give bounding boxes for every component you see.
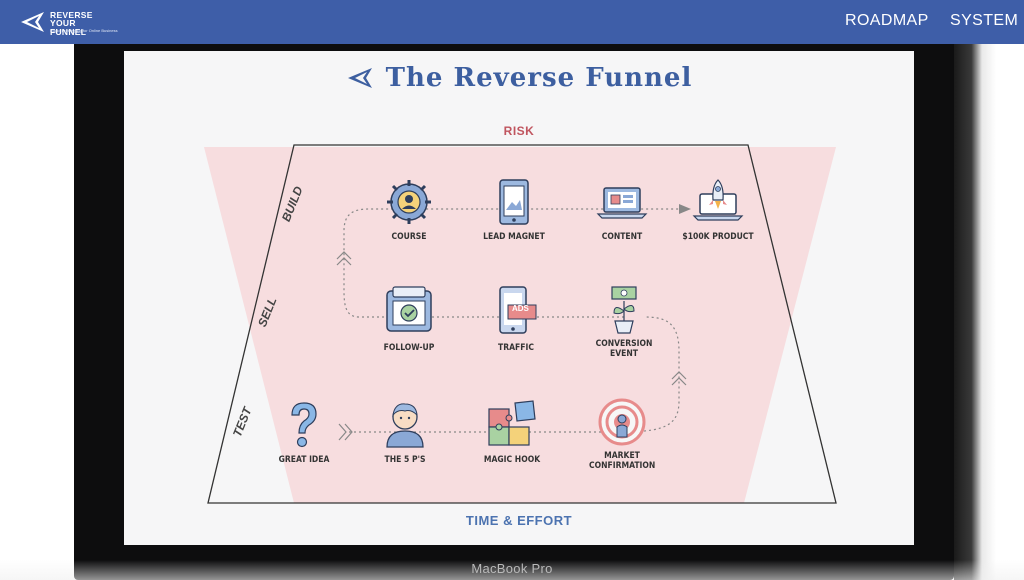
nav-link-roadmap[interactable]: ROADMAP <box>845 12 929 29</box>
bottom-fade <box>0 560 1024 580</box>
money-plant-icon <box>611 286 637 334</box>
funnel-frame-shape <box>207 144 837 504</box>
time-effort-axis-label: TIME & EFFORT <box>465 513 573 528</box>
tablet-image-icon <box>499 179 529 225</box>
step-label-course: COURSE <box>391 232 427 242</box>
step-conversion-event: CONVERSION EVENT <box>576 285 672 359</box>
step-label-five-ps: THE 5 P'S <box>384 455 426 465</box>
infographic-title: The Reverse Funnel <box>124 63 914 93</box>
logo-tagline: Rapid Prototyping for Online Business <box>50 28 118 33</box>
brand-logo[interactable]: REVERSE YOUR FUNNEL Rapid Prototyping fo… <box>18 9 118 37</box>
top-nav-bar: REVERSE YOUR FUNNEL Rapid Prototyping fo… <box>0 0 1024 44</box>
step-label-conversion-event: CONVERSION EVENT <box>595 339 653 359</box>
step-label-content: CONTENT <box>601 232 643 242</box>
question-mark-icon <box>291 402 317 448</box>
target-person-icon <box>598 398 646 446</box>
step-lead-magnet: LEAD MAGNET <box>466 178 562 242</box>
step-100k-product: $100K PRODUCT <box>670 178 766 242</box>
person-icon <box>386 403 424 448</box>
step-label-magic-hook: MAGIC HOOK <box>483 455 541 465</box>
step-follow-up: FOLLOW-UP <box>361 285 457 353</box>
step-market-confirmation: MARKET CONFIRMATION <box>574 397 670 471</box>
gear-person-icon <box>387 180 431 224</box>
step-content: CONTENT <box>574 178 670 242</box>
page-background-left <box>0 44 74 580</box>
tablet-check-icon <box>386 286 432 332</box>
laptop-screen: The Reverse Funnel RISK TIME & EFFORT BU… <box>124 51 914 545</box>
step-five-ps: THE 5 P'S <box>357 399 453 465</box>
step-great-idea: GREAT IDEA <box>256 401 352 465</box>
step-label-great-idea: GREAT IDEA <box>278 455 330 465</box>
laptop-rocket-icon <box>692 179 744 221</box>
risk-axis-label: RISK <box>503 124 535 138</box>
play-back-title-icon <box>347 68 372 88</box>
step-label-market-confirmation: MARKET CONFIRMATION <box>589 451 656 471</box>
step-magic-hook: MAGIC HOOK <box>464 399 560 465</box>
step-label-lead-magnet: LEAD MAGNET <box>483 232 545 242</box>
laptop-icon <box>596 187 648 219</box>
laptop-edge-highlight <box>954 44 1024 580</box>
step-label-100k-product: $100K PRODUCT <box>682 232 754 242</box>
logo-text-line1: REVERSE <box>50 10 93 20</box>
puzzle-icon <box>488 400 536 446</box>
step-course: COURSE <box>361 178 457 242</box>
play-back-logo-icon <box>21 12 44 32</box>
phone-ads-icon <box>499 286 537 334</box>
nav-link-system[interactable]: SYSTEM <box>950 12 1019 29</box>
logo-text-line2: YOUR FUNNEL <box>50 18 87 37</box>
ads-badge-text: ADS <box>512 304 529 313</box>
step-label-follow-up: FOLLOW-UP <box>383 343 435 353</box>
device-label: MacBook Pro <box>471 561 553 576</box>
step-traffic: ADS TRAFFIC <box>468 285 564 353</box>
infographic-title-text: The Reverse Funnel <box>385 63 693 93</box>
step-label-traffic: TRAFFIC <box>498 343 534 353</box>
